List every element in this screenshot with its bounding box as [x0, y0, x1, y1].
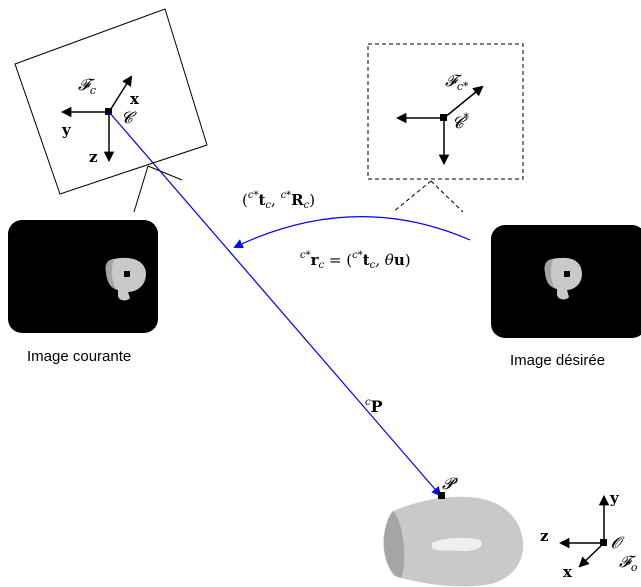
current-camera-leg-left: [133, 165, 149, 213]
desired-image-object: [544, 257, 582, 300]
current-axis-y-label: y: [61, 121, 72, 139]
pose-arc-arrow: [233, 216, 471, 249]
world-origin-marker: [600, 539, 607, 546]
desired-center-label: 𝓒*: [452, 111, 469, 132]
current-center-label: 𝓒: [121, 108, 137, 127]
desired-camera-frame-box: [367, 43, 524, 180]
current-camera-frame-box: [14, 8, 208, 195]
current-image: [8, 220, 158, 333]
desired-image: [491, 225, 641, 338]
relation-label: c*rc = (c*tc, θu): [300, 250, 411, 271]
desired-camera-center: [440, 114, 447, 121]
current-camera-leg-right: [147, 165, 183, 181]
desired-camera: 𝓕c* 𝓒*: [367, 43, 524, 213]
desired-frame-label: 𝓕c*: [445, 71, 469, 93]
desired-image-caption: Image désirée: [510, 352, 605, 369]
pose-label: (c*tc, c*Rc): [242, 190, 315, 211]
object-point-label: 𝓟: [442, 474, 458, 493]
desired-camera-leg-left: [392, 180, 432, 213]
world-frame-label: 𝓕o: [619, 552, 638, 574]
object: [383, 492, 524, 587]
current-axis-z-label: z: [89, 148, 98, 166]
object-highlight: [432, 537, 482, 552]
current-image-object: [105, 257, 146, 301]
current-axis-x-label: x: [130, 90, 140, 108]
world-axis-x-label: x: [563, 563, 573, 581]
current-image-caption: Image courante: [27, 348, 131, 365]
object-point-marker: [438, 492, 445, 499]
object-face: [383, 511, 405, 578]
desired-axis-diag-arrow: [443, 85, 484, 119]
point-vector-arrow: [108, 111, 442, 497]
current-axis-x-arrow: [108, 75, 133, 113]
world-frame: y z x 𝓞 𝓕o: [540, 489, 638, 581]
world-axis-z-label: z: [540, 527, 549, 545]
world-axis-x-arrow: [578, 542, 605, 568]
current-image-background: [8, 220, 158, 333]
point-vector-label: cP: [365, 397, 383, 416]
world-origin-label: 𝓞: [611, 533, 625, 552]
current-camera: 𝓕c x y z 𝓒: [14, 8, 208, 213]
current-frame-label: 𝓕c: [78, 75, 96, 97]
current-camera-center: [105, 108, 112, 115]
world-axis-y-label: y: [609, 489, 620, 507]
desired-camera-leg-right: [430, 180, 464, 213]
